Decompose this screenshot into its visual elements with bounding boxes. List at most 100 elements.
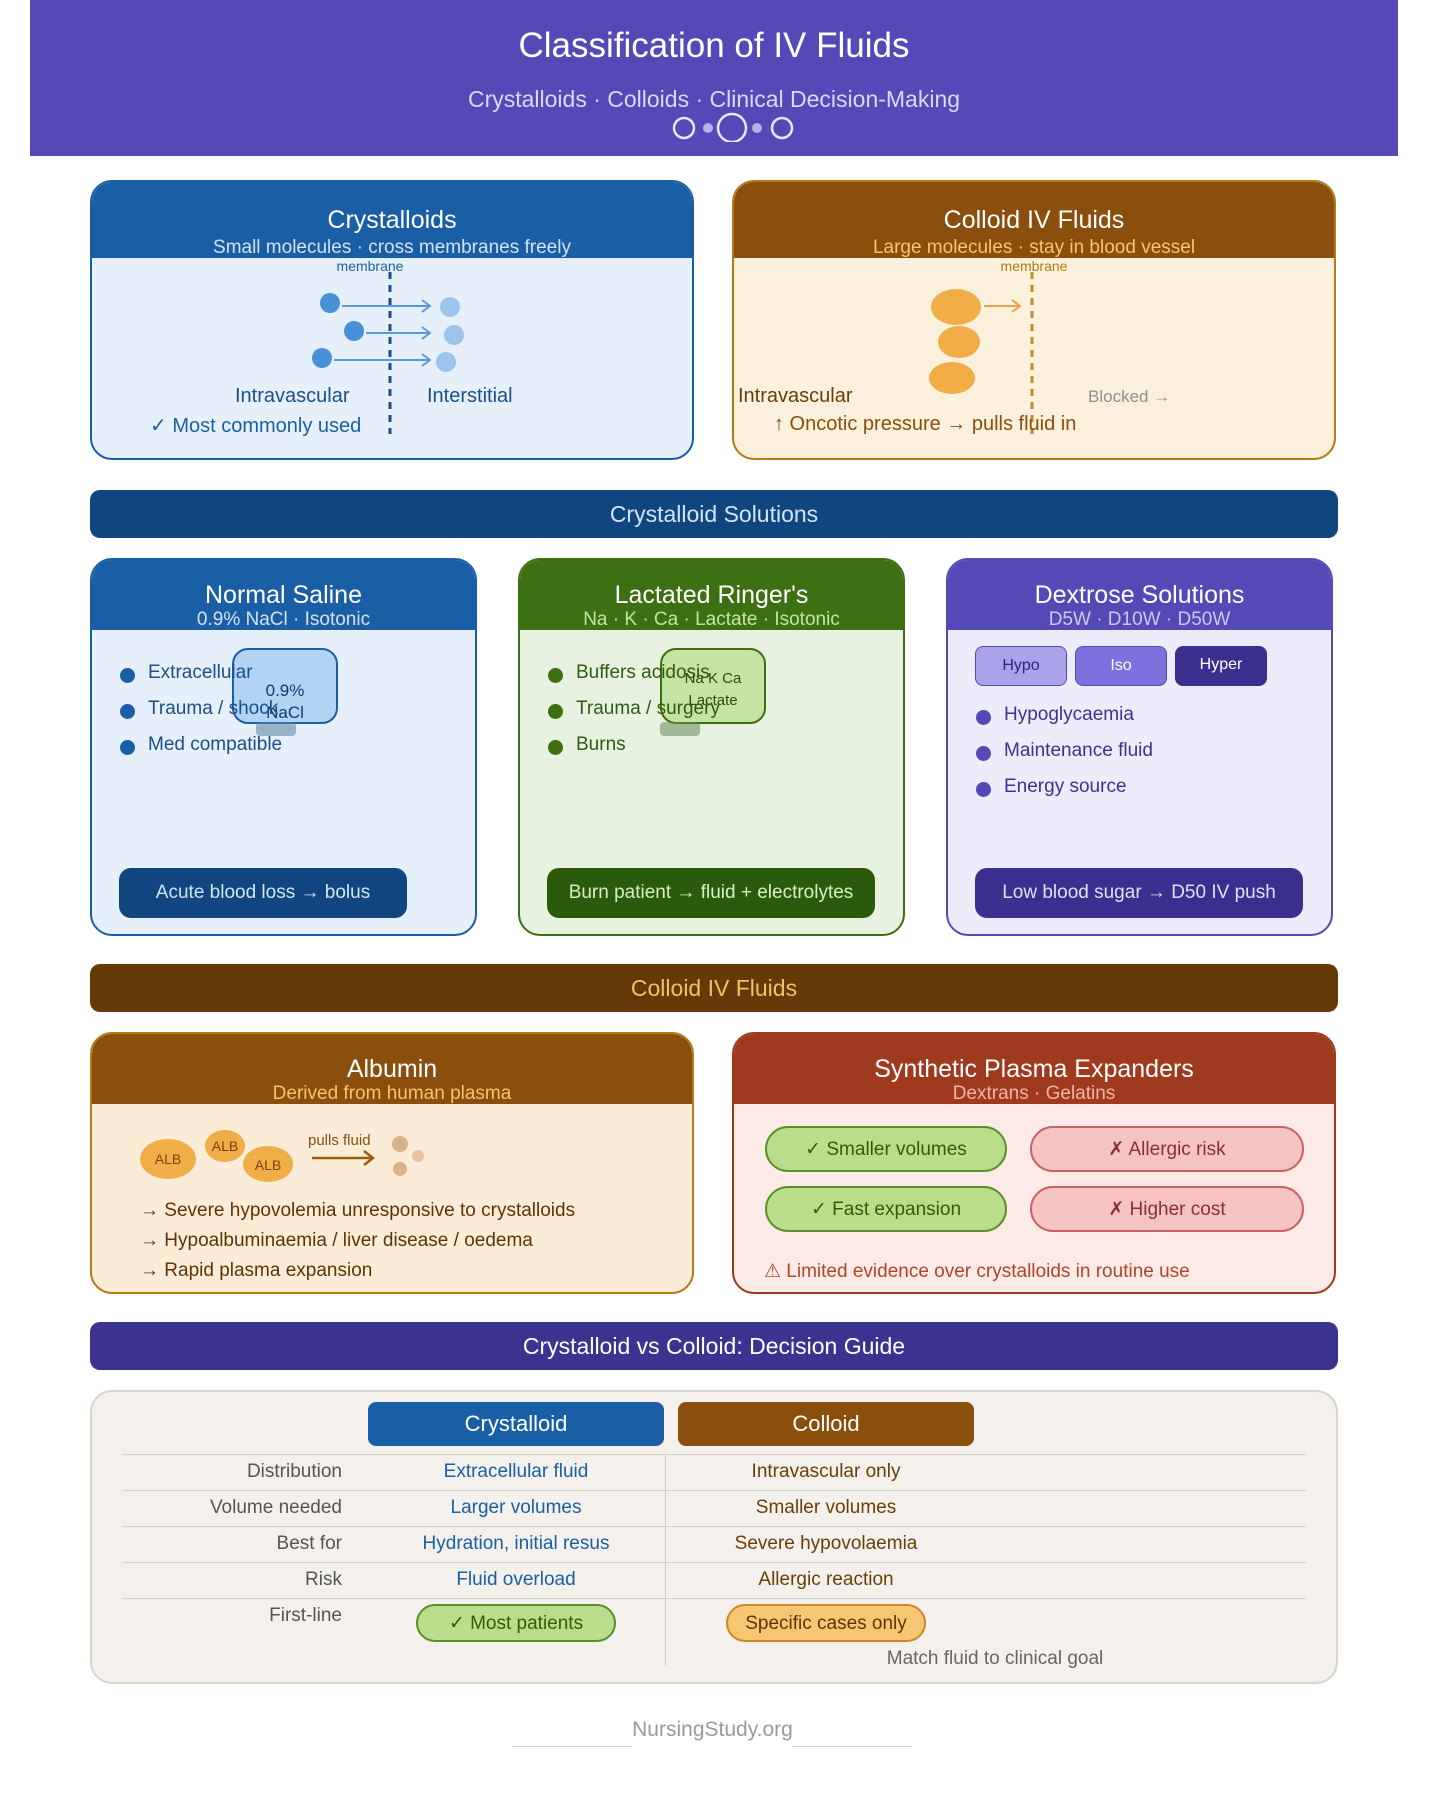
list-item: Med compatible bbox=[148, 734, 283, 755]
normal-saline-title: Normal Saline bbox=[204, 581, 362, 609]
crystalloid-firstline-badge: ✓ Most patients bbox=[416, 1604, 616, 1642]
albumin-molecules-icon bbox=[140, 1130, 424, 1182]
saline-bag-port-icon bbox=[256, 722, 296, 736]
colloid-intravascular-label: Intravascular bbox=[738, 385, 853, 407]
saline-bag-label: 0.9% bbox=[265, 681, 305, 700]
crystalloid-solutions-banner: Crystalloid Solutions bbox=[90, 490, 1338, 538]
row-label: Best for bbox=[276, 1533, 342, 1554]
column-divider bbox=[665, 1454, 666, 1666]
synthetic-header: Synthetic Plasma Expanders Dextrans · Ge… bbox=[734, 1034, 1334, 1104]
decorative-circles-icon bbox=[672, 112, 794, 142]
lr-bag-port-icon bbox=[660, 722, 700, 736]
synthetic-warning: ⚠ Limited evidence over crystalloids in … bbox=[764, 1261, 1190, 1282]
colloid-cell: Allergic reaction bbox=[758, 1569, 894, 1590]
normal-saline-example: Acute blood loss → bolus bbox=[119, 868, 407, 918]
col-header-crystalloid: Crystalloid bbox=[368, 1402, 664, 1446]
crystalloids-subtitle: Small molecules · cross membranes freely bbox=[213, 237, 571, 258]
list-item: Energy source bbox=[1004, 776, 1127, 797]
colloid-title: Colloid IV Fluids bbox=[943, 206, 1125, 234]
crystalloid-cell: Fluid overload bbox=[456, 1569, 576, 1590]
normal-saline-header: Normal Saline 0.9% NaCl · Isotonic bbox=[92, 560, 475, 630]
colloid-cell: Severe hypovolaemia bbox=[734, 1533, 918, 1554]
synthetic-title: Synthetic Plasma Expanders bbox=[874, 1055, 1194, 1083]
colloid-firstline-badge: Specific cases only bbox=[726, 1604, 926, 1642]
lactated-ringers-title: Lactated Ringer's bbox=[614, 581, 809, 609]
synthetic-con: ✗ Allergic risk bbox=[1030, 1126, 1304, 1172]
footer-line bbox=[512, 1746, 632, 1747]
colloid-banner: Colloid IV Fluids bbox=[90, 964, 1338, 1012]
lr-bag-label: Na K Ca bbox=[684, 670, 742, 687]
membrane-label: membrane bbox=[336, 258, 404, 274]
dextrose-header: Dextrose Solutions D5W · D10W · D50W bbox=[948, 560, 1331, 630]
table-divider bbox=[122, 1526, 1306, 1527]
list-item: Extracellular bbox=[148, 662, 253, 683]
pulls-fluid-label: pulls fluid bbox=[308, 1132, 371, 1149]
tonicity-hypo: Hypo bbox=[975, 646, 1067, 686]
page-title: Classification of IV Fluids bbox=[518, 26, 910, 65]
dextrose-example: Low blood sugar → D50 IV push bbox=[975, 868, 1303, 918]
list-item: Burns bbox=[576, 734, 626, 755]
normal-saline-card: Normal Saline 0.9% NaCl · Isotonic 0.9% … bbox=[90, 558, 477, 936]
lr-bag-icon bbox=[660, 648, 766, 724]
table-divider bbox=[122, 1598, 1306, 1599]
lr-bag-label: Lactate bbox=[688, 692, 738, 709]
list-item: Trauma / surgery bbox=[576, 698, 720, 719]
row-label: Distribution bbox=[246, 1461, 342, 1482]
dextrose-card: Dextrose Solutions D5W · D10W · D50W Hyp… bbox=[946, 558, 1333, 936]
albumin-indication: → Hypoalbuminaemia / liver disease / oed… bbox=[140, 1230, 533, 1251]
crystalloids-card-header: Crystalloids Small molecules · cross mem… bbox=[92, 182, 692, 258]
list-item: Hypoglycaemia bbox=[1004, 704, 1134, 725]
intravascular-label: Intravascular bbox=[235, 385, 350, 407]
albumin-molecule-label: ALB bbox=[154, 1151, 182, 1167]
colloid-subtitle: Large molecules · stay in blood vessel bbox=[872, 237, 1196, 258]
albumin-header: Albumin Derived from human plasma bbox=[92, 1034, 692, 1104]
blocked-label: Blocked → bbox=[1088, 387, 1171, 406]
synthetic-con: ✗ Higher cost bbox=[1030, 1186, 1304, 1232]
albumin-subtitle: Derived from human plasma bbox=[272, 1083, 512, 1104]
crystalloids-title: Crystalloids bbox=[327, 206, 457, 234]
colloid-membrane-label: membrane bbox=[1000, 258, 1068, 274]
colloid-cell: Smaller volumes bbox=[755, 1497, 897, 1518]
albumin-molecule-label: ALB bbox=[211, 1138, 239, 1154]
list-item: Maintenance fluid bbox=[1004, 740, 1153, 761]
saline-bag-icon bbox=[232, 648, 338, 724]
decision-guide-banner: Crystalloid vs Colloid: Decision Guide bbox=[90, 1322, 1338, 1370]
footer-line bbox=[792, 1746, 912, 1747]
colloid-cell: Intravascular only bbox=[751, 1461, 901, 1482]
table-divider bbox=[122, 1562, 1306, 1563]
footer-site: NursingStudy.org bbox=[632, 1718, 793, 1741]
page-subtitle: Crystalloids · Colloids · Clinical Decis… bbox=[467, 86, 961, 112]
table-footer-note: Match fluid to clinical goal bbox=[886, 1648, 1104, 1669]
col-header-colloid: Colloid bbox=[678, 1402, 974, 1446]
crystalloid-cell: Extracellular fluid bbox=[443, 1461, 589, 1482]
crystalloid-cell: Larger volumes bbox=[450, 1497, 582, 1518]
membrane-diffusion-icon bbox=[312, 272, 464, 434]
page-header: Classification of IV Fluids Crystalloids… bbox=[30, 0, 1398, 156]
lactated-ringers-header: Lactated Ringer's Na · K · Ca · Lactate … bbox=[520, 560, 903, 630]
lactated-ringers-subtitle: Na · K · Ca · Lactate · Isotonic bbox=[583, 609, 840, 630]
albumin-title: Albumin bbox=[346, 1055, 438, 1083]
row-label: Risk bbox=[305, 1569, 342, 1590]
synthetic-expanders-card: Synthetic Plasma Expanders Dextrans · Ge… bbox=[732, 1032, 1336, 1294]
table-divider bbox=[122, 1490, 1306, 1491]
large-molecule-blocked-icon bbox=[929, 272, 1034, 434]
saline-bag-label: NaCl bbox=[266, 703, 304, 722]
crystalloid-cell: Hydration, initial resus bbox=[422, 1533, 610, 1554]
crystalloids-overview-card: Crystalloids Small molecules · cross mem… bbox=[90, 180, 694, 460]
synthetic-pro: ✓ Smaller volumes bbox=[765, 1126, 1007, 1172]
albumin-indication: → Rapid plasma expansion bbox=[140, 1260, 373, 1281]
albumin-molecule-label: ALB bbox=[254, 1157, 282, 1173]
list-item: Trauma / shock bbox=[148, 698, 279, 719]
synthetic-pro: ✓ Fast expansion bbox=[765, 1186, 1007, 1232]
row-label: Volume needed bbox=[209, 1497, 342, 1518]
normal-saline-subtitle: 0.9% NaCl · Isotonic bbox=[196, 609, 371, 630]
interstitial-label: Interstitial bbox=[427, 385, 513, 407]
oncotic-note: ↑ Oncotic pressure → pulls fluid in bbox=[774, 413, 1077, 435]
row-label: First-line bbox=[269, 1605, 342, 1626]
albumin-card: Albumin Derived from human plasma ALB AL… bbox=[90, 1032, 694, 1294]
crystalloids-note: ✓ Most commonly used bbox=[150, 415, 362, 437]
synthetic-subtitle: Dextrans · Gelatins bbox=[952, 1083, 1116, 1104]
table-divider bbox=[122, 1454, 1306, 1455]
lactated-ringers-example: Burn patient → fluid + electrolytes bbox=[547, 868, 875, 918]
dextrose-title: Dextrose Solutions bbox=[1034, 581, 1245, 609]
